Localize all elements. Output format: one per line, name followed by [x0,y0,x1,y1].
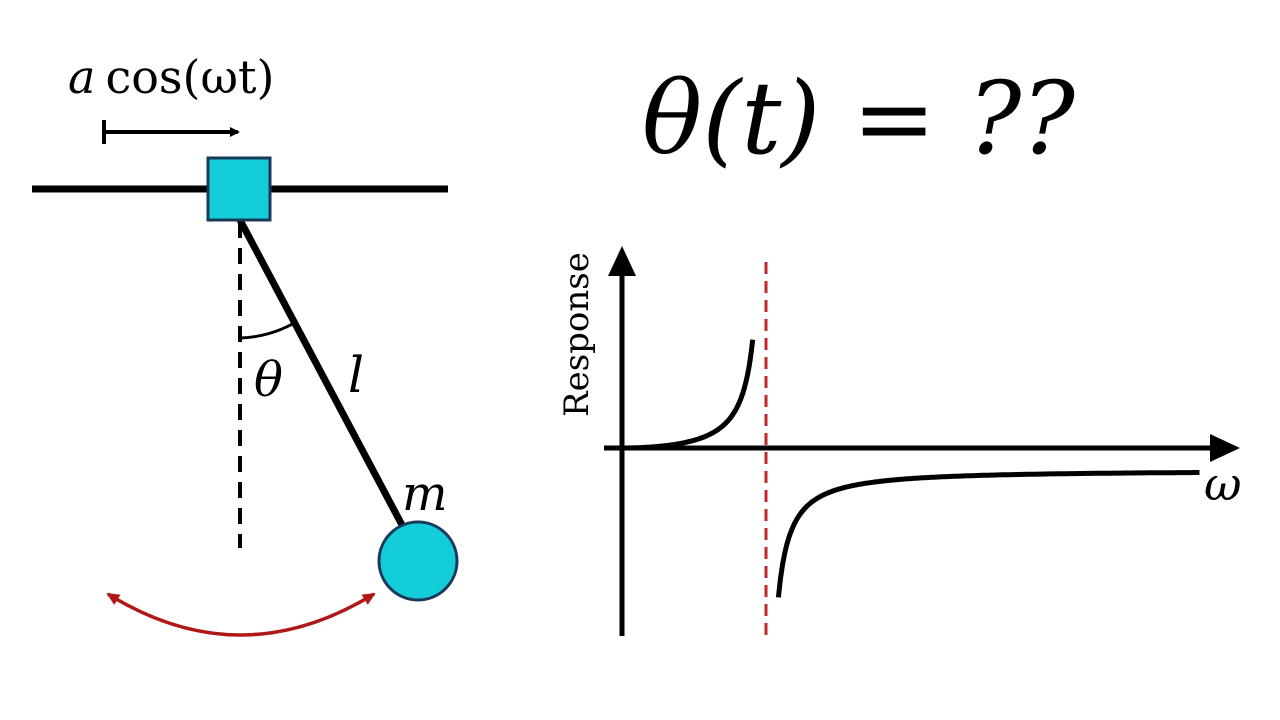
y-axis-arrowhead [608,246,636,276]
y-axis-label: Response [557,252,597,417]
swing-arrow [106,592,376,637]
response-curve-above-resonance [775,470,1200,598]
angle-theta-label: θ [254,352,283,408]
length-label: l [348,346,364,404]
mass-label: m [402,466,448,522]
pendulum-bob [377,520,459,602]
response-chart: Response ω [557,246,1242,636]
angle-arc [239,320,297,340]
sliding-block [206,156,272,222]
response-curve-below-resonance [622,339,756,451]
pendulum-rod [236,218,406,527]
x-axis-label: ω [1204,457,1242,511]
theta-of-t-question: θ(t) = ?? [642,60,1076,177]
forcing-function: cos(ωt) [105,50,274,104]
forcing-amplitude: a [68,50,95,104]
x-axis-arrowhead [1210,434,1240,462]
